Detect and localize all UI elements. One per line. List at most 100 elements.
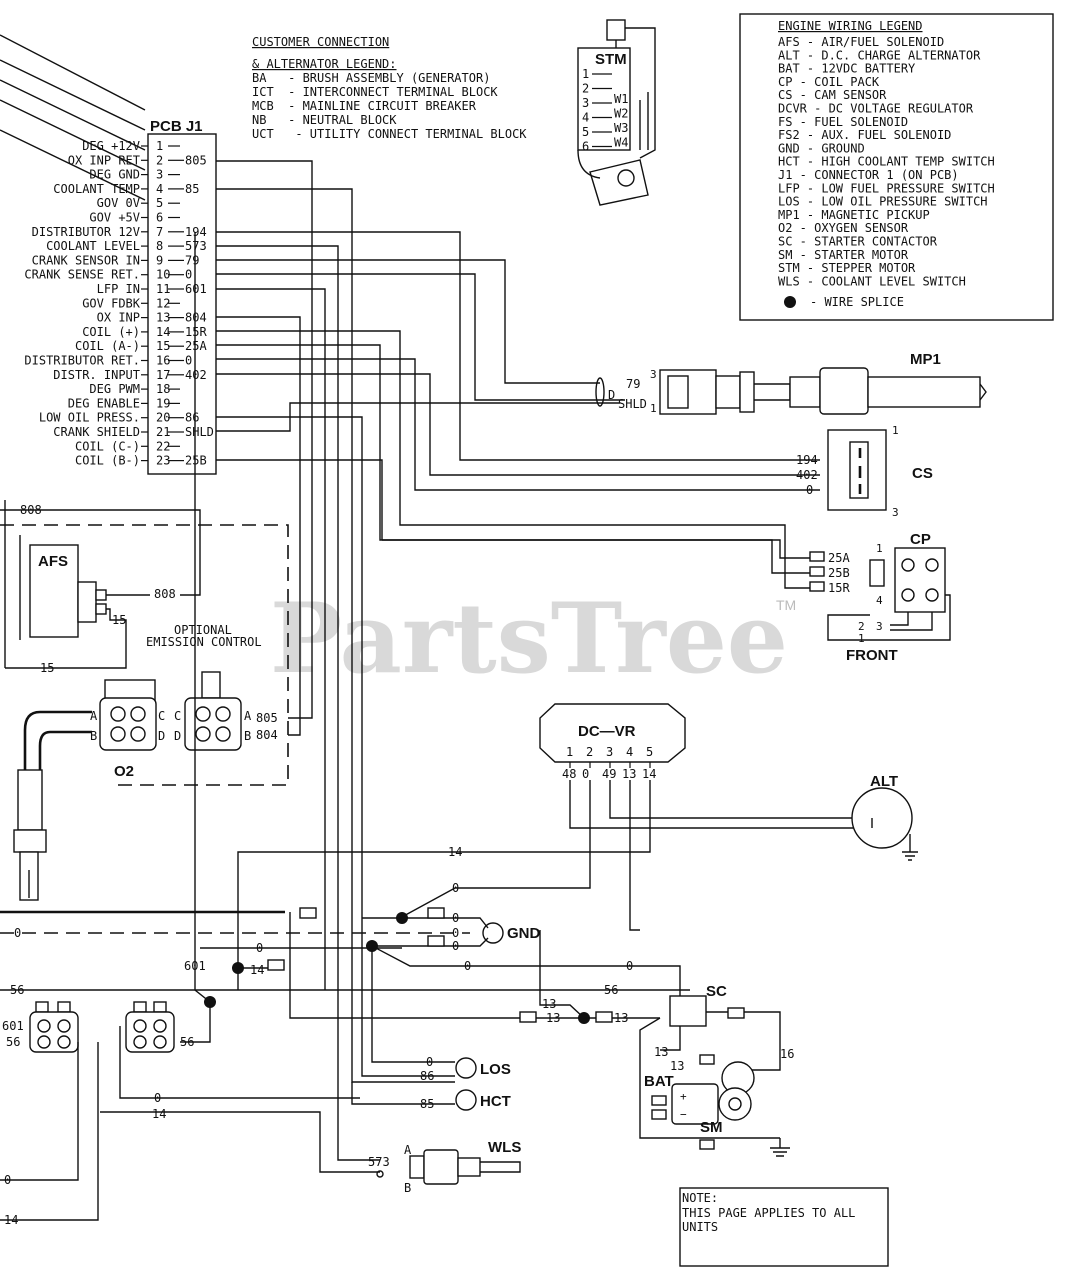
- pcb-pin-wire: 402: [185, 368, 207, 382]
- watermark-tm: TM: [776, 597, 796, 613]
- customer-legend-subtitle: & ALTERNATOR LEGEND:: [252, 57, 397, 71]
- mp1-title: MP1: [910, 351, 941, 368]
- pcb-pin-label: OX INP: [97, 311, 140, 325]
- stm-pin-number: 1: [582, 67, 589, 81]
- ec-pin-c: C: [174, 709, 181, 723]
- mp1-wire-79: 79: [626, 377, 640, 391]
- pcb-pin-label: LOW OIL PRESS.: [39, 411, 140, 425]
- dcvr-pin-number: 3: [606, 745, 613, 759]
- pcb-pin-number: 18: [156, 382, 170, 396]
- los-wire-86: 86: [420, 1069, 434, 1083]
- cp-num-1b: 1: [858, 632, 865, 645]
- o2-pin-a: A: [90, 709, 98, 723]
- pcb-pin-label: GOV +5V: [89, 211, 140, 225]
- hct-wire-85: 85: [420, 1097, 434, 1111]
- wire-0: 0: [256, 941, 263, 955]
- engine-legend-title: ENGINE WIRING LEGEND: [778, 19, 923, 33]
- engine-legend-item: LOS - LOW OIL PRESSURE SWITCH: [778, 195, 988, 209]
- engine-legend-item: GND - GROUND: [778, 141, 865, 155]
- cp-wire-25b: 25B: [828, 566, 850, 580]
- stm-pin-number: 6: [582, 140, 589, 154]
- engine-legend-item: AFS - AIR/FUEL SOLENOID: [778, 35, 944, 49]
- pcb-pin-number: 14: [156, 325, 170, 339]
- engine-legend-item: DCVR - DC VOLTAGE REGULATOR: [778, 102, 974, 116]
- cs-wire-194: 194: [796, 453, 818, 467]
- engine-legend-item: SM - STARTER MOTOR: [778, 248, 909, 262]
- engine-legend: ENGINE WIRING LEGEND AFS - AIR/FUEL SOLE…: [739, 13, 1054, 321]
- cp-num-2: 2: [858, 620, 865, 633]
- wire-0: 0: [4, 1173, 11, 1187]
- note-line3: UNITS: [682, 1220, 718, 1234]
- bat-battery: + − BAT: [644, 1054, 719, 1125]
- dcvr-wire-label: 0: [582, 767, 589, 781]
- customer-legend-title: CUSTOMER CONNECTION: [252, 35, 389, 49]
- afs-wire-808-top: 808: [20, 503, 42, 517]
- ec-pin-d: D: [174, 729, 181, 743]
- pcb-pin-number: 17: [156, 368, 170, 382]
- sc-title: SC: [706, 983, 727, 1000]
- engine-legend-item: J1 - CONNECTOR 1 (ON PCB): [778, 168, 959, 182]
- wire-56: 56: [180, 1035, 194, 1049]
- afs-air-fuel-solenoid: 808 AFS 808 15 15: [0, 500, 289, 786]
- pcb-pin-number: 5: [156, 196, 163, 210]
- lower-left-wiring: [0, 232, 670, 1221]
- pcb-pin-wire: 79: [185, 253, 199, 267]
- customer-legend-item: NB - NEUTRAL BLOCK: [252, 113, 397, 127]
- stm-wire-label: W4: [614, 136, 628, 150]
- bat-minus: −: [680, 1108, 687, 1121]
- sc-starter-contactor: SC: [519, 930, 781, 1139]
- stm-wire-label: W1: [614, 92, 628, 106]
- customer-legend: CUSTOMER CONNECTION & ALTERNATOR LEGEND:…: [252, 35, 527, 141]
- pcb-pin-number: 1: [156, 139, 163, 153]
- cp-wire-15r: 15R: [828, 581, 850, 595]
- pcb-pin-label: COOLANT LEVEL: [46, 239, 140, 253]
- cp-coil-pack: 25A 25B 15R 1 4 CP 2 3 1 FRONT: [809, 531, 951, 664]
- pcb-pin-wire: 86: [185, 411, 199, 425]
- emission-line2: EMISSION CONTROL: [146, 635, 262, 649]
- afs-title: AFS: [38, 553, 68, 570]
- dcvr-title: DC—VR: [578, 723, 636, 740]
- pcb-pin-label: COIL (+): [82, 325, 140, 339]
- cp-title: CP: [910, 531, 931, 548]
- afs-wire-15: 15: [112, 613, 126, 627]
- dcvr-pin-number: 1: [566, 745, 573, 759]
- stm-wire-label: W2: [614, 107, 628, 121]
- emission-control: OPTIONAL EMISSION CONTROL A B C D O2 C D…: [13, 623, 278, 901]
- pcb-pin-label: COIL (A-): [75, 339, 140, 353]
- pcb-pin-wire: 194: [185, 225, 207, 239]
- dcvr-wire-label: 49: [602, 767, 616, 781]
- wire-13: 13: [670, 1059, 684, 1073]
- pcb-pin-number: 2: [156, 153, 163, 167]
- pcb-pin-wire: 25A: [185, 339, 207, 353]
- ec-pin-a: A: [244, 709, 252, 723]
- pcb-pin-label: DEG PWM: [89, 382, 140, 396]
- alt-title: ALT: [870, 773, 898, 790]
- wire-16: 16: [780, 1047, 794, 1061]
- wire-0: 0: [154, 1091, 161, 1105]
- wire-0: 0: [452, 881, 459, 895]
- cp-wire-25a: 25A: [828, 551, 850, 565]
- pcb-pin-label: CRANK SENSE RET.: [24, 268, 140, 282]
- wire-56: 56: [6, 1035, 20, 1049]
- hct-high-coolant-temp-switch: 85 HCT: [351, 1082, 511, 1111]
- pcb-pin-number: 10: [156, 268, 170, 282]
- stm-wire-label: W3: [614, 121, 628, 135]
- stm-pin-number: 2: [582, 82, 589, 96]
- pcb-pin-label: COOLANT TEMP: [53, 182, 140, 196]
- bat-plus: +: [680, 1090, 687, 1103]
- pcb-pin-number: 3: [156, 168, 163, 182]
- note-line1: NOTE:: [682, 1191, 718, 1205]
- wls-title: WLS: [488, 1139, 521, 1156]
- pcb-pin-number: 16: [156, 354, 170, 368]
- pcb-pin-label: DEG GND: [89, 168, 140, 182]
- cs-wire-0: 0: [806, 483, 813, 497]
- pcb-pin-number: 12: [156, 296, 170, 310]
- ground-section: GND: [0, 907, 640, 971]
- cs-cam-sensor: 1 3 194 402 0 CS: [796, 424, 933, 519]
- los-switch-icon: [455, 1057, 477, 1079]
- pcb-pin-wire: 0: [185, 354, 192, 368]
- dcvr-pin-number: 2: [586, 745, 593, 759]
- wire-labels: 14 0 0 0 0 0 0 601 14 56 56 56 601 56 13…: [2, 845, 794, 1227]
- pcb-pin-label: COIL (B-): [75, 454, 140, 468]
